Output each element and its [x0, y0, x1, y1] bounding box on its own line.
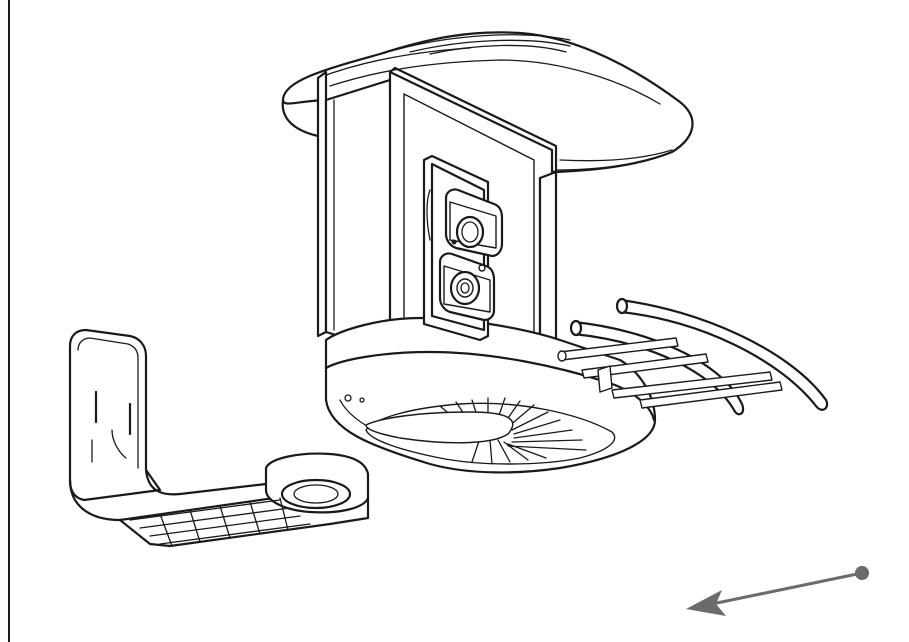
- perch-icon: [557, 297, 829, 416]
- arrow-left-icon: [686, 566, 869, 616]
- camera-icon: [422, 154, 504, 342]
- bracket-icon: [68, 328, 370, 548]
- bracket-grid: [129, 497, 311, 547]
